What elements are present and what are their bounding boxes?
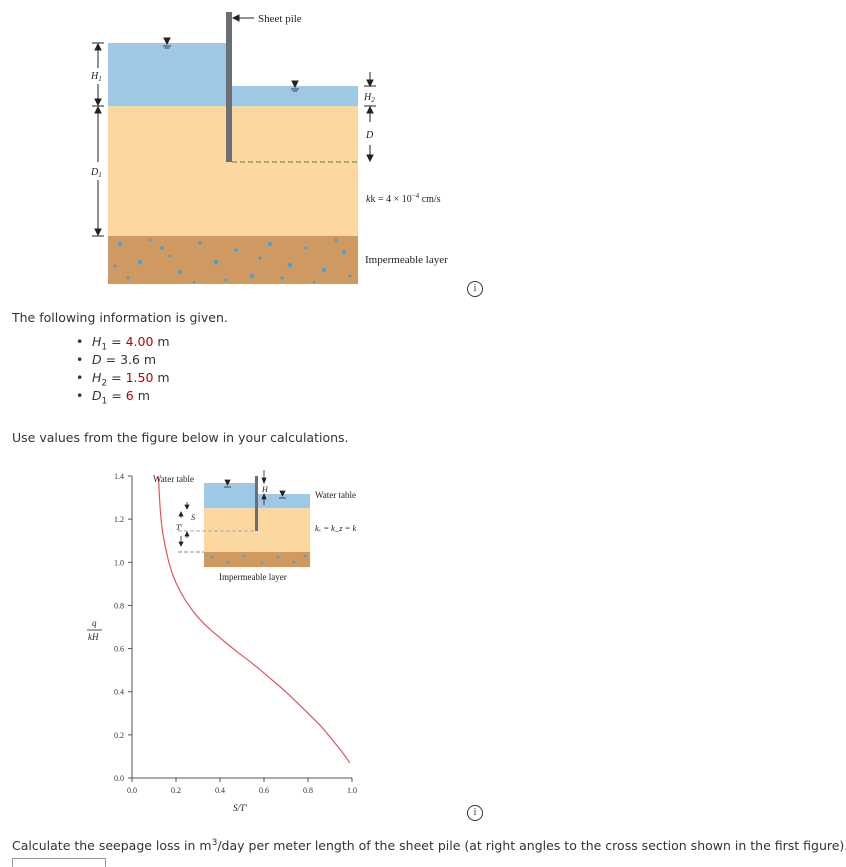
info-icon-figure-1[interactable]: i <box>467 281 483 297</box>
sheet-pile-label: Sheet pile <box>258 13 302 25</box>
impermeable-layer-label: Impermeable layer <box>365 254 448 266</box>
h1-label: H1 <box>90 71 102 83</box>
inset-speckles <box>210 554 307 565</box>
inset-k-label: kₓ = k_z = k <box>315 523 356 533</box>
permeability-label: kk = 4 × 10−4 cm/s <box>366 192 441 205</box>
water-surface-symbol-downstream <box>291 80 299 92</box>
y-tick-label: 0.4 <box>114 688 124 697</box>
water-downstream <box>232 86 358 106</box>
d-label: D <box>365 130 374 141</box>
inset-water-right <box>258 494 310 508</box>
inset-impermeable-label: Impermeable layer <box>219 572 287 582</box>
inset-impermeable <box>204 552 310 567</box>
x-axis-label: S/T' <box>233 803 248 813</box>
use-values-text: Use values from the figure below in your… <box>12 430 349 445</box>
inset-h-label: H <box>261 485 269 494</box>
x-tick-label: 0.8 <box>303 786 313 795</box>
y-axis-label-numerator: q <box>92 618 97 628</box>
given-values-list: H1 = 4.00 m D = 3.6 m H2 = 1.50 m D1 = 6… <box>76 333 170 407</box>
series-line-0 <box>157 475 351 764</box>
water-surface-symbol-upstream <box>163 37 171 49</box>
h2-label: H2 <box>363 92 375 104</box>
given-item-h1: H1 = 4.00 m <box>76 333 170 353</box>
impermeable-speckles <box>113 238 352 284</box>
y-tick-label: 0.0 <box>114 774 124 783</box>
y-tick-label: 0.8 <box>114 601 124 610</box>
right-dimension-lines <box>364 72 376 163</box>
y-tick-label: 1.0 <box>114 558 124 567</box>
inset-water-symbols <box>224 479 286 499</box>
given-item-h2: H2 = 1.50 m <box>76 369 170 389</box>
x-tick-label: 0.4 <box>215 786 225 795</box>
sheet-pile-arrow <box>231 14 254 22</box>
inset-diagram: H S T' Water table Water table kₓ = k_z … <box>153 470 356 582</box>
x-tick-label: 0.2 <box>171 786 181 795</box>
y-tick-label: 1.4 <box>114 472 124 481</box>
x-tick-label: 0.0 <box>127 786 137 795</box>
inset-sheet-pile <box>255 476 258 531</box>
figure-2-seepage-chart: 0.0 0.2 0.4 0.6 0.8 1.0 1.2 1.4 0.0 0.2 0.4 0.6 0.8 1… <box>87 470 357 813</box>
left-dimension-lines <box>92 42 104 237</box>
given-item-d: D = 3.6 m <box>76 351 170 369</box>
sheet-pile <box>226 12 232 162</box>
water-upstream <box>108 43 228 106</box>
inset-t-label: T' <box>176 523 182 532</box>
x-tick-label: 0.6 <box>259 786 269 795</box>
y-axis-label-denominator: kH <box>88 632 99 642</box>
soil-layer <box>108 106 358 236</box>
intro-text: The following information is given. <box>12 310 228 325</box>
answer-input[interactable] <box>12 858 106 867</box>
info-icon-figure-2[interactable]: i <box>467 805 483 821</box>
inset-water-table-right: Water table <box>315 490 356 500</box>
inset-water-table-left: Water table <box>153 474 194 484</box>
question-text: Calculate the seepage loss in m3/day per… <box>12 838 846 854</box>
impermeable-layer <box>108 236 358 284</box>
figure-1-sheet-pile-diagram: Sheet pile H1 D1 H2 D kk = 4 × 10−4 cm/s… <box>90 12 448 284</box>
y-tick-label: 0.2 <box>114 731 124 740</box>
inset-dimension-arrows <box>178 470 267 547</box>
y-tick-label: 0.6 <box>114 645 124 654</box>
given-item-d1: D1 = 6 m <box>76 387 170 407</box>
inset-s-label: S <box>191 513 195 522</box>
x-tick-label: 1.0 <box>347 786 357 795</box>
d1-label: D1 <box>90 167 102 179</box>
y-tick-label: 1.2 <box>114 515 124 524</box>
